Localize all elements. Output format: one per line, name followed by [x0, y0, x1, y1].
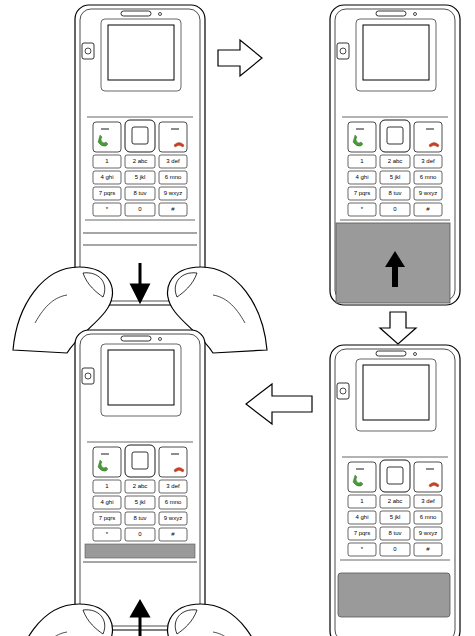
key-label: 8 tuv: [380, 187, 410, 200]
key-label: 6 mno: [414, 171, 442, 184]
key-label: 2 abc: [380, 155, 410, 168]
key-label: 5 jkl: [125, 171, 155, 184]
insert-arrow: [385, 251, 405, 287]
key-label: 6 mno: [159, 496, 187, 509]
key-label: 4 ghi: [93, 171, 121, 184]
key-label: #: [414, 203, 442, 216]
key-label: 8 tuv: [125, 512, 155, 525]
key-label: 4 ghi: [348, 511, 376, 524]
key-label: #: [414, 543, 442, 556]
key-label: 1: [93, 155, 121, 168]
key-label: 1: [348, 495, 376, 508]
key-label: 5 jkl: [125, 496, 155, 509]
key-label: 3 def: [159, 155, 187, 168]
key-label: 4 ghi: [93, 496, 121, 509]
key-label: 0: [125, 203, 155, 216]
key-label: 3 def: [159, 480, 187, 493]
step-arrow: [246, 384, 312, 424]
key-label: 0: [380, 543, 410, 556]
key-label: 0: [125, 528, 155, 541]
key-label: *: [348, 543, 376, 556]
key-label: 6 mno: [159, 171, 187, 184]
step-arrow: [218, 40, 262, 76]
battery: [338, 573, 450, 617]
key-label: 7 pqrs: [93, 512, 121, 525]
key-label: 9 wxyz: [414, 187, 442, 200]
battery-edge: [85, 544, 195, 558]
key-label: *: [348, 203, 376, 216]
step-3-phone: [330, 345, 460, 636]
key-label: 3 def: [414, 495, 442, 508]
key-label: 2 abc: [125, 480, 155, 493]
key-label: 2 abc: [125, 155, 155, 168]
key-label: 2 abc: [380, 495, 410, 508]
key-label: *: [93, 528, 121, 541]
key-label: 3 def: [414, 155, 442, 168]
key-label: 8 tuv: [125, 187, 155, 200]
step-4-phone: [13, 330, 267, 636]
step-arrow: [380, 312, 416, 344]
step-1-phone: [13, 5, 267, 353]
key-label: *: [93, 203, 121, 216]
key-label: 5 jkl: [380, 171, 410, 184]
slide-down-arrow: [132, 263, 148, 301]
key-label: 5 jkl: [380, 511, 410, 524]
key-label: 7 pqrs: [348, 527, 376, 540]
key-label: #: [159, 203, 187, 216]
key-label: 7 pqrs: [93, 187, 121, 200]
step-2-phone: [330, 5, 460, 305]
key-label: 4 ghi: [348, 171, 376, 184]
key-label: 1: [348, 155, 376, 168]
key-label: 8 tuv: [380, 527, 410, 540]
key-label: 9 wxyz: [159, 512, 187, 525]
key-label: #: [159, 528, 187, 541]
key-label: 6 mno: [414, 511, 442, 524]
slide-up-arrow: [132, 602, 148, 636]
key-label: 1: [93, 480, 121, 493]
key-label: 9 wxyz: [159, 187, 187, 200]
key-label: 7 pqrs: [348, 187, 376, 200]
key-label: 9 wxyz: [414, 527, 442, 540]
key-label: 0: [380, 203, 410, 216]
battery: [336, 223, 450, 303]
